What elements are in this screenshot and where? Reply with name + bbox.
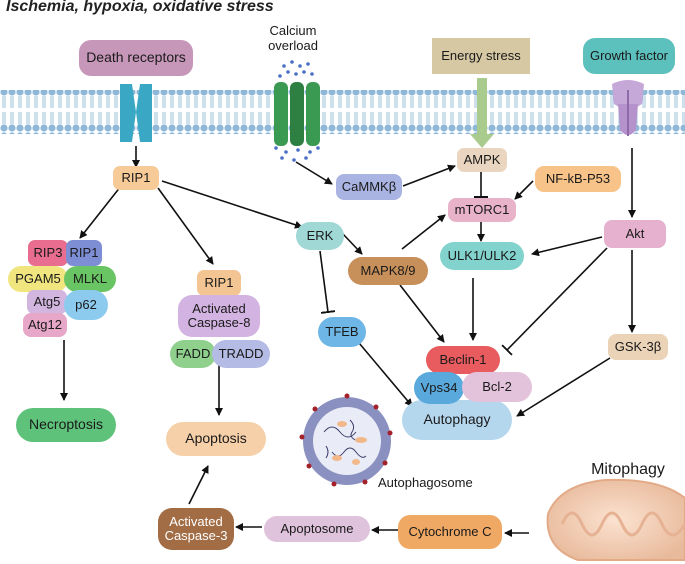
gsk3b-node: GSK-3β xyxy=(608,334,668,360)
beclin1-node: Beclin-1 xyxy=(426,346,500,374)
nfkb-p53-node: NF-kB-P53 xyxy=(535,166,621,192)
rip3-node: RIP3 xyxy=(28,240,68,266)
necroptosis-node: Necroptosis xyxy=(16,408,116,442)
growth-factor-node: Growth factor xyxy=(583,38,675,74)
akt-node: Akt xyxy=(604,220,666,248)
tradd-node: TRADD xyxy=(212,340,270,368)
camkk-node: CaMMKβ xyxy=(336,174,402,200)
death-receptors-node: Death receptors xyxy=(79,40,193,76)
autophagosome-label: Autophagosome xyxy=(378,475,473,490)
death-receptor-channel xyxy=(120,84,152,142)
atg12-node: Atg12 xyxy=(23,313,67,337)
rip1-node: RIP1 xyxy=(113,166,159,190)
atg5-node: Atg5 xyxy=(27,290,67,314)
energy-stress-arrow xyxy=(470,78,494,148)
pgam5-node: PGAM5 xyxy=(8,266,68,292)
rip1-apoptosis-node: RIP1 xyxy=(197,270,241,296)
p62-node: p62 xyxy=(64,290,108,320)
calcium-channel xyxy=(274,82,320,146)
growth-factor-receptor xyxy=(612,80,644,136)
fadd-node: FADD xyxy=(170,340,216,368)
rip1-complex-node: RIP1 xyxy=(66,240,102,266)
mlkl-node: MLKL xyxy=(64,266,116,292)
activated-caspase3-node: Activated Caspase-3 xyxy=(158,508,234,550)
calcium-overload-label: Calcium overload xyxy=(268,23,318,53)
mtorc1-node: mTORC1 xyxy=(448,198,516,222)
mitophagy-label: Mitophagy xyxy=(591,461,665,478)
apoptosome-node: Apoptosome xyxy=(264,516,370,542)
mapk8-9-node: MAPK8/9 xyxy=(348,257,428,285)
cytochrome-c-node: Cytochrome C xyxy=(398,515,502,549)
activated-caspase8-node: Activated Caspase-8 xyxy=(178,295,260,337)
calcium-ions xyxy=(274,60,320,162)
bcl2-node: Bcl-2 xyxy=(462,372,532,402)
erk-node: ERK xyxy=(296,222,344,250)
ampk-node: AMPK xyxy=(457,148,507,172)
autophagy-node: Autophagy xyxy=(402,400,512,440)
energy-stress-node: Energy stress xyxy=(432,38,530,74)
cell-membrane xyxy=(0,90,685,134)
vps34-node: Vps34 xyxy=(414,372,464,404)
ulk1-ulk2-node: ULK1/ULK2 xyxy=(440,242,524,270)
autophagosome-organelle xyxy=(299,393,393,487)
tfeb-node: TFEB xyxy=(318,317,366,347)
diagram-title: Ischemia, hypoxia, oxidative stress xyxy=(6,0,274,15)
mitochondrion-organelle xyxy=(546,478,685,561)
apoptosis-node: Apoptosis xyxy=(166,422,266,456)
